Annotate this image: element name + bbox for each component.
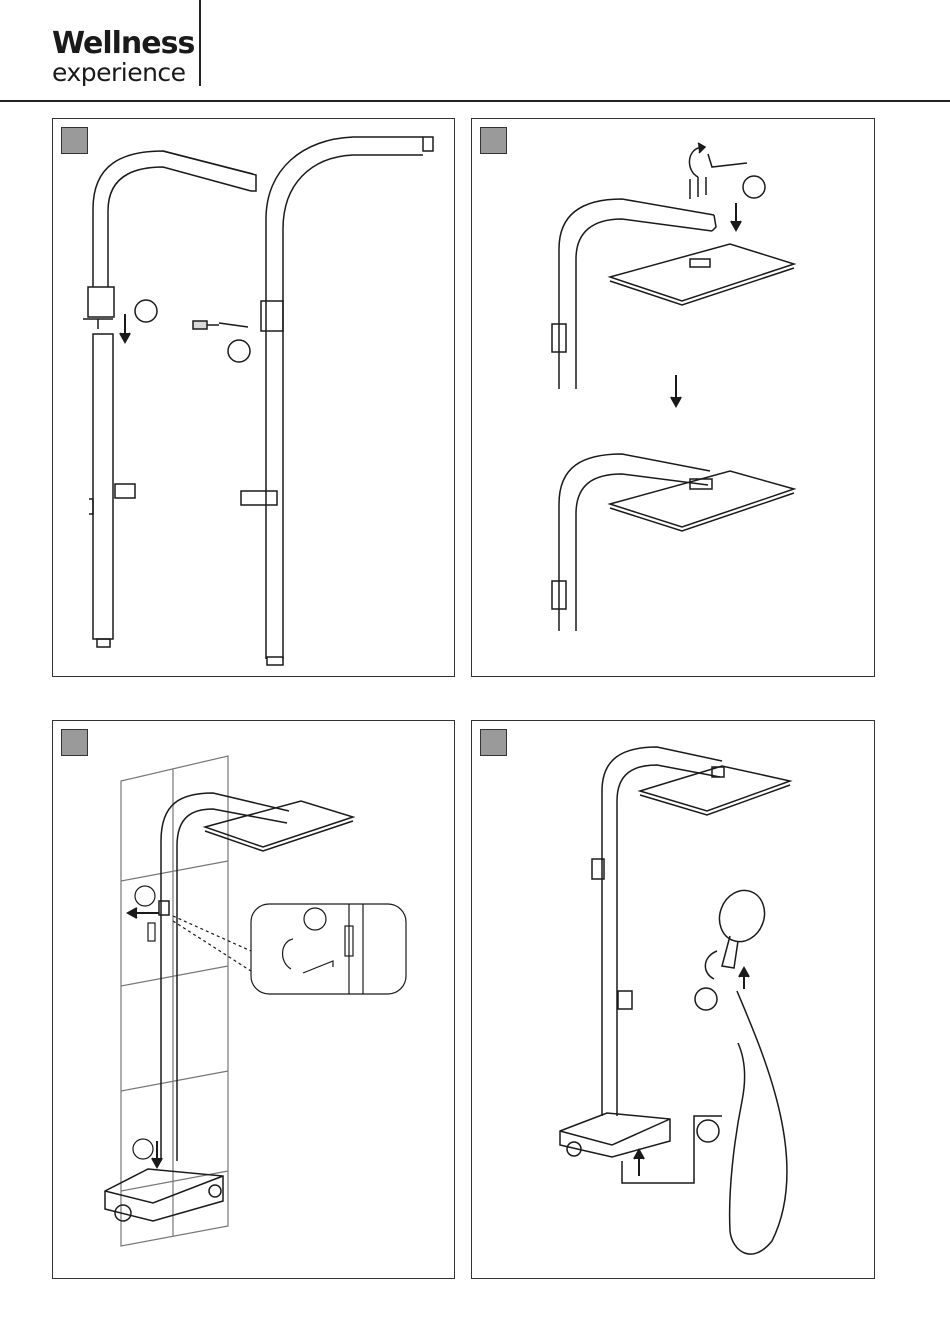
column-with-head-assembled — [552, 454, 794, 631]
callout-circle-a — [695, 988, 717, 1010]
allen-key-icon — [708, 154, 747, 167]
callout-circle-a — [135, 300, 157, 322]
callout-circle-b — [133, 1139, 153, 1159]
rotate-arrow-icon — [689, 143, 705, 177]
hand-shower-icon — [712, 884, 771, 968]
shower-column — [592, 747, 722, 1116]
panel-3-illustration — [53, 721, 456, 1280]
instruction-panel-2 — [471, 118, 875, 677]
instruction-panel-3 — [52, 720, 455, 1279]
instruction-panel-4 — [471, 720, 875, 1279]
shower-hose-icon — [730, 991, 787, 1254]
thermostatic-shelf — [560, 1113, 670, 1157]
arrow-down — [671, 375, 681, 406]
shower-column-lower — [89, 334, 135, 647]
callout-circle-b — [228, 340, 250, 362]
column-with-arm — [552, 199, 716, 389]
callout-circle-b — [697, 1120, 719, 1142]
brand-name-line2: experience — [52, 60, 202, 86]
panel-2-illustration — [472, 119, 876, 678]
rotate-arrow-icon — [705, 951, 717, 979]
brand-logo: Wellness experience — [52, 28, 202, 86]
shower-head-plate — [640, 766, 790, 815]
wall-bracket — [148, 923, 155, 941]
callout-circle — [743, 176, 765, 198]
shower-column-top — [83, 151, 256, 329]
screwdriver-icon — [193, 321, 248, 329]
arrow-up — [739, 968, 749, 989]
instruction-panel-1 — [52, 118, 455, 677]
shower-head-plate — [610, 244, 794, 305]
thermostatic-shelf — [105, 1169, 223, 1221]
callout-circle-a — [135, 886, 155, 906]
arrow-left — [128, 908, 159, 918]
header-rule — [0, 100, 950, 102]
arrow-down — [120, 314, 130, 342]
panel-4-illustration — [472, 721, 876, 1280]
arrow-down — [731, 203, 741, 230]
detail-callout — [173, 904, 406, 994]
logo-divider — [199, 0, 201, 86]
assembled-column — [241, 137, 433, 665]
brand-name-line1: Wellness — [52, 28, 202, 60]
arrow-up — [634, 1150, 644, 1176]
screws-icon — [690, 177, 706, 199]
panel-1-illustration — [53, 119, 456, 678]
